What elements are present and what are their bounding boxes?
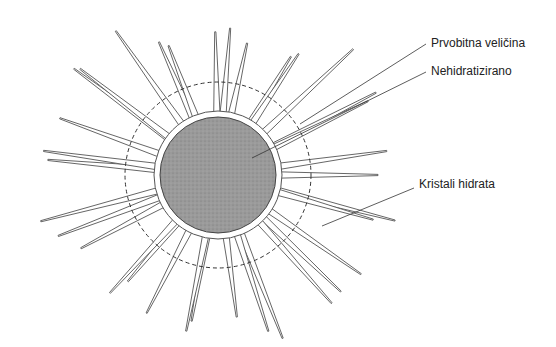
callout-label: Prvobitna veličina — [430, 36, 526, 50]
hydrate-crystal — [233, 231, 269, 331]
hydrate-crystal — [168, 46, 200, 121]
leader-line — [322, 188, 414, 226]
hydrate-crystal — [228, 43, 248, 117]
callout-label: Nehidratizirano — [430, 64, 513, 78]
hydrate-crystal — [80, 68, 173, 140]
hydrate-crystal — [270, 101, 368, 152]
hydrate-crystal — [146, 227, 193, 314]
leader-line — [252, 72, 426, 158]
hydrate-crystal — [41, 187, 161, 222]
hydrate-rim — [154, 111, 282, 239]
hydrate-crystal — [58, 193, 163, 236]
unhydrated-core — [160, 117, 276, 233]
hydrate-crystals — [41, 28, 396, 338]
hydrate-crystal — [220, 28, 231, 115]
hydrate-crystal — [214, 32, 220, 115]
hydrate-crystal — [260, 49, 354, 137]
hydrate-crystal — [255, 218, 332, 304]
hydrate-crystal — [275, 189, 374, 221]
original-size-outline — [125, 82, 311, 268]
hydrate-crystal — [44, 150, 160, 170]
leader-line — [300, 44, 426, 124]
hydrate-crystal — [223, 234, 238, 317]
hydrate-crystal — [186, 233, 210, 331]
hydrate-crystal — [259, 214, 341, 292]
hydrate-crystal — [277, 150, 387, 169]
hydrate-crystal — [74, 68, 172, 142]
hydrate-crystal — [278, 172, 378, 178]
callout-label: Kristali hidrata — [418, 177, 496, 191]
hydrate-crystal — [275, 187, 395, 221]
